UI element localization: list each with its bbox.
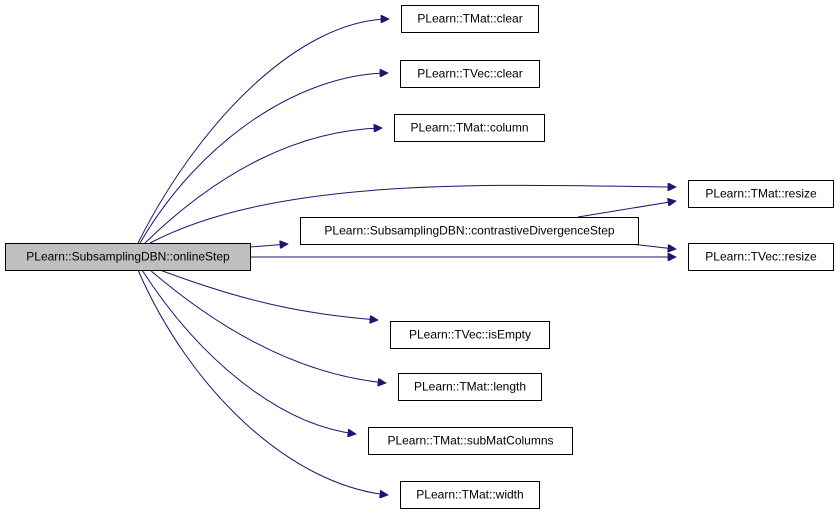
edge-root-to-tmat_width xyxy=(137,269,388,495)
node-root[interactable]: PLearn::SubsamplingDBN::onlineStep xyxy=(5,243,251,271)
node-tmat-submatcolumns[interactable]: PLearn::TMat::subMatColumns xyxy=(368,427,573,455)
node-tvec-clear[interactable]: PLearn::TVec::clear xyxy=(400,60,540,88)
node-tmat-column[interactable]: PLearn::TMat::column xyxy=(394,114,545,142)
node-label: PLearn::SubsamplingDBN::contrastiveDiver… xyxy=(324,224,614,238)
edge-cds-to-tmat_resize xyxy=(577,201,676,218)
node-label: PLearn::TMat::subMatColumns xyxy=(387,434,553,448)
node-box[interactable] xyxy=(5,243,251,271)
edge-root-to-cds xyxy=(249,244,288,247)
edge-root-to-tvec_isempty xyxy=(159,269,378,320)
node-box[interactable] xyxy=(688,243,834,271)
edge-root-to-tmat_resize xyxy=(149,185,676,244)
node-box[interactable] xyxy=(400,481,540,509)
node-label: PLearn::TMat::column xyxy=(410,121,528,135)
node-box[interactable] xyxy=(398,373,542,401)
edge-root-to-tmat_length xyxy=(149,269,386,383)
node-label: PLearn::TMat::length xyxy=(414,380,526,394)
node-box[interactable] xyxy=(394,114,545,142)
node-box[interactable] xyxy=(400,60,540,88)
node-tmat-length[interactable]: PLearn::TMat::length xyxy=(398,373,542,401)
edge-root-to-tmat_submatcolumns xyxy=(141,269,356,434)
edge-root-to-tmat_clear xyxy=(137,19,389,244)
node-tmat-clear[interactable]: PLearn::TMat::clear xyxy=(401,5,539,33)
node-tvec-resize[interactable]: PLearn::TVec::resize xyxy=(688,243,834,271)
node-label: PLearn::TMat::clear xyxy=(417,12,522,26)
node-label: PLearn::TVec::resize xyxy=(705,250,817,264)
node-cds[interactable]: PLearn::SubsamplingDBN::contrastiveDiver… xyxy=(300,217,639,245)
node-box[interactable] xyxy=(300,217,639,245)
node-box[interactable] xyxy=(390,321,550,349)
node-label: PLearn::TVec::isEmpty xyxy=(409,328,531,342)
nodes-layer: PLearn::SubsamplingDBN::onlineStepPLearn… xyxy=(5,5,834,509)
node-tmat-width[interactable]: PLearn::TMat::width xyxy=(400,481,540,509)
edge-root-to-tmat_column xyxy=(144,128,382,244)
node-label: PLearn::TVec::clear xyxy=(417,67,522,81)
node-tmat-resize[interactable]: PLearn::TMat::resize xyxy=(688,180,834,208)
node-box[interactable] xyxy=(368,427,573,455)
node-label: PLearn::SubsamplingDBN::onlineStep xyxy=(26,250,230,264)
node-box[interactable] xyxy=(688,180,834,208)
node-box[interactable] xyxy=(401,5,539,33)
node-tvec-isempty[interactable]: PLearn::TVec::isEmpty xyxy=(390,321,550,349)
node-label: PLearn::TMat::resize xyxy=(705,187,817,201)
edge-root-to-tvec_clear xyxy=(139,73,388,244)
node-label: PLearn::TMat::width xyxy=(416,488,523,502)
